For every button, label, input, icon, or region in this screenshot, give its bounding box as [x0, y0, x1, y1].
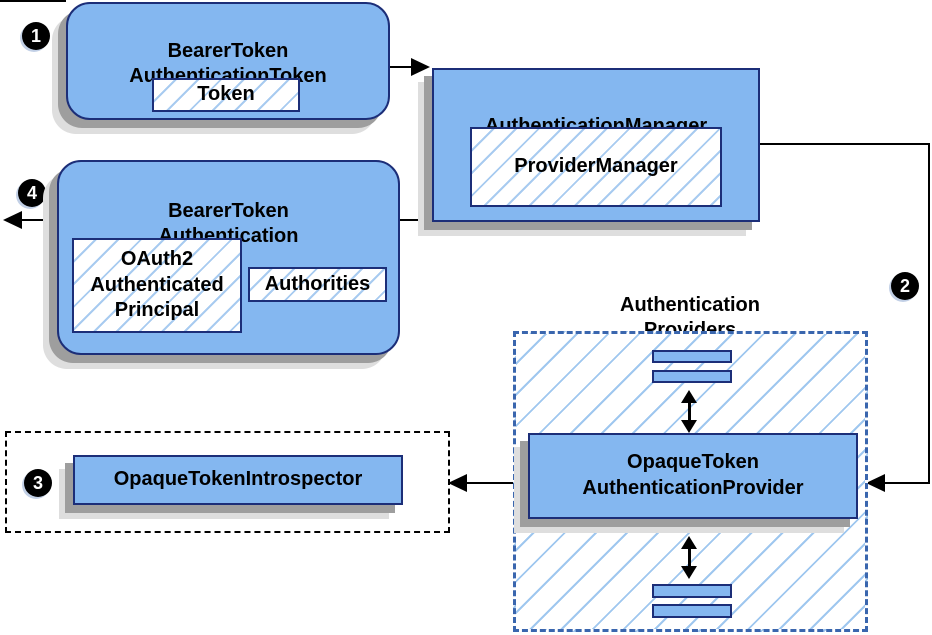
node-oauth2-authenticated-principal: OAuth2 Authenticated Principal: [72, 238, 242, 333]
step-4-number: 4: [26, 182, 37, 203]
provider-link-arrow-top-down-icon: [681, 420, 697, 433]
manager-to-provider-line-vertical: [928, 143, 930, 484]
node-oauth2-authenticated-principal-label: OAuth2 Authenticated Principal: [90, 248, 224, 322]
provider-link-arrow-bottom-up-icon: [681, 536, 697, 549]
provider-item-bar: [652, 604, 732, 618]
provider-link-arrow-top-up-icon: [681, 390, 697, 403]
provider-item-bar: [652, 370, 732, 383]
step-3-number: 3: [32, 472, 43, 493]
node-authorities: Authorities: [248, 267, 387, 302]
manager-to-provider-arrowhead-icon: [866, 474, 885, 492]
manager-to-authentication-line: [398, 219, 434, 221]
provider-item-bar: [652, 584, 732, 598]
provider-link-arrow-bottom-shaft: [688, 547, 691, 568]
provider-link-arrow-bottom-down-icon: [681, 566, 697, 579]
step-3-badge: 3: [24, 469, 52, 497]
step-2-number: 2: [899, 275, 910, 296]
provider-item-bar: [652, 350, 732, 363]
node-opaque-token-introspector-label: OpaqueTokenIntrospector: [113, 468, 363, 491]
node-opaque-token-authentication-provider: OpaqueToken AuthenticationProvider: [528, 433, 858, 519]
node-token: Token: [152, 78, 300, 112]
step-1-badge: 1: [22, 22, 50, 50]
node-provider-manager: ProviderManager: [470, 127, 722, 207]
node-opaque-token-authentication-provider-label: OpaqueToken AuthenticationProvider: [582, 451, 804, 499]
step-2-badge: 2: [891, 272, 919, 300]
provider-link-arrow-top-shaft: [688, 401, 691, 422]
step-4-badge: 4: [18, 179, 46, 207]
request-in-line: [0, 0, 66, 2]
token-to-manager-line: [388, 66, 413, 68]
authentication-out-line: [20, 219, 58, 221]
provider-to-introspector-line: [466, 482, 528, 484]
node-token-label: Token: [197, 83, 255, 106]
token-to-manager-arrowhead-icon: [411, 58, 430, 76]
provider-to-introspector-arrowhead-icon: [448, 474, 467, 492]
node-opaque-token-introspector: OpaqueTokenIntrospector: [73, 455, 403, 505]
authentication-out-arrowhead-icon: [3, 211, 22, 229]
step-1-number: 1: [30, 25, 41, 46]
opaque-token-introspector-container: [5, 431, 450, 533]
node-provider-manager-label: ProviderManager: [514, 155, 678, 178]
manager-to-provider-line-entry: [884, 482, 930, 484]
node-authorities-label: Authorities: [264, 272, 371, 295]
manager-to-provider-line-horizontal: [758, 143, 930, 145]
